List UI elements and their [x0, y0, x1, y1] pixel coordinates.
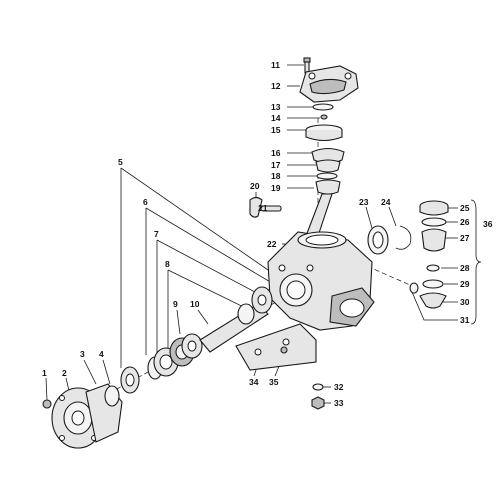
valve-30: [419, 292, 447, 309]
callout-16: 16: [271, 148, 281, 158]
pump-cover-12: [299, 65, 359, 103]
callout-22: 22: [267, 239, 277, 249]
piston-rod-19: [305, 179, 341, 237]
callout-11: 11: [271, 60, 280, 70]
callout-27: 27: [460, 233, 470, 243]
callout-2: 2: [62, 368, 67, 378]
ring-18: [316, 172, 338, 180]
callout-8: 8: [165, 259, 170, 269]
plug-35: [280, 346, 288, 354]
callout-9: 9: [173, 299, 178, 309]
piston-17: [315, 159, 341, 173]
callout-26: 26: [460, 217, 470, 227]
cap-25: [419, 200, 449, 216]
seal-23: [367, 225, 389, 255]
bolt-11: [303, 57, 311, 74]
callout-30: 30: [460, 297, 470, 307]
pin-clip-20-21: [249, 196, 282, 218]
callout-4: 4: [99, 349, 104, 359]
bracket-34: [235, 323, 317, 371]
bearing-9: [181, 333, 203, 359]
shaft-10: [199, 286, 273, 353]
callout-13: 13: [271, 102, 281, 112]
pump-body-22: [267, 231, 375, 331]
washer-32: [312, 383, 324, 391]
callout-12: 12: [271, 81, 281, 91]
callout-18: 18: [271, 171, 281, 181]
callout-28: 28: [460, 263, 470, 273]
callout-35: 35: [269, 377, 279, 387]
valve-housing-27: [421, 228, 447, 252]
callout-1: 1: [42, 368, 47, 378]
callout-10: 10: [190, 299, 200, 309]
o-ring-26: [421, 217, 447, 227]
o-ring-28: [426, 264, 440, 272]
seal-4: [104, 385, 120, 407]
callout-21: 21: [258, 203, 268, 213]
washer-13: [312, 103, 334, 111]
callout-29: 29: [460, 279, 470, 289]
callout-3: 3: [80, 349, 85, 359]
callout-25: 25: [460, 203, 470, 213]
callout-5: 5: [118, 157, 123, 167]
callout-7: 7: [154, 229, 159, 239]
callout-14: 14: [271, 113, 281, 123]
callout-6: 6: [143, 197, 148, 207]
callout-33: 33: [334, 398, 344, 408]
callout-20: 20: [250, 181, 260, 191]
callout-23: 23: [359, 197, 369, 207]
callout-15: 15: [271, 125, 281, 135]
diaphragm-15: [305, 124, 343, 142]
bearing-5: [120, 366, 140, 394]
callout-24: 24: [381, 197, 391, 207]
callout-31: 31: [460, 315, 470, 325]
callout-32: 32: [334, 382, 344, 392]
callout-17: 17: [271, 160, 281, 170]
callout-labels: 11 12 13 14 15 16 17 18 19 20 21 22 23 2…: [42, 60, 493, 408]
circlip-24: [395, 225, 412, 250]
nut-33: [311, 396, 325, 410]
callout-36: 36: [483, 219, 493, 229]
callout-19: 19: [271, 183, 281, 193]
ring-29: [409, 279, 444, 294]
pin-14: [320, 114, 328, 120]
callout-34: 34: [249, 377, 259, 387]
screw-1: [42, 399, 52, 409]
